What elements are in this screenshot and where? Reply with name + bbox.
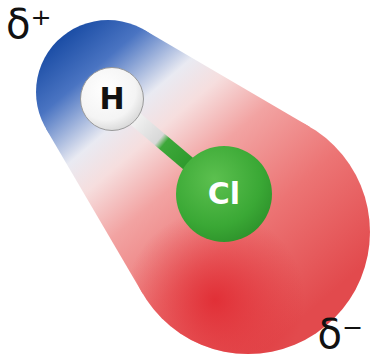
atom-sphere: Cl [176, 146, 272, 242]
atom-symbol: Cl [208, 179, 240, 209]
surface-lobe [126, 110, 370, 354]
partial-charge-label: δ⁺ [6, 4, 52, 44]
covalent-bond [135, 118, 189, 164]
negative-region [126, 110, 370, 354]
atom-sphere: H [80, 67, 144, 131]
partial-charge-label: δ⁻ [317, 314, 363, 354]
atom-symbol: H [99, 84, 124, 114]
